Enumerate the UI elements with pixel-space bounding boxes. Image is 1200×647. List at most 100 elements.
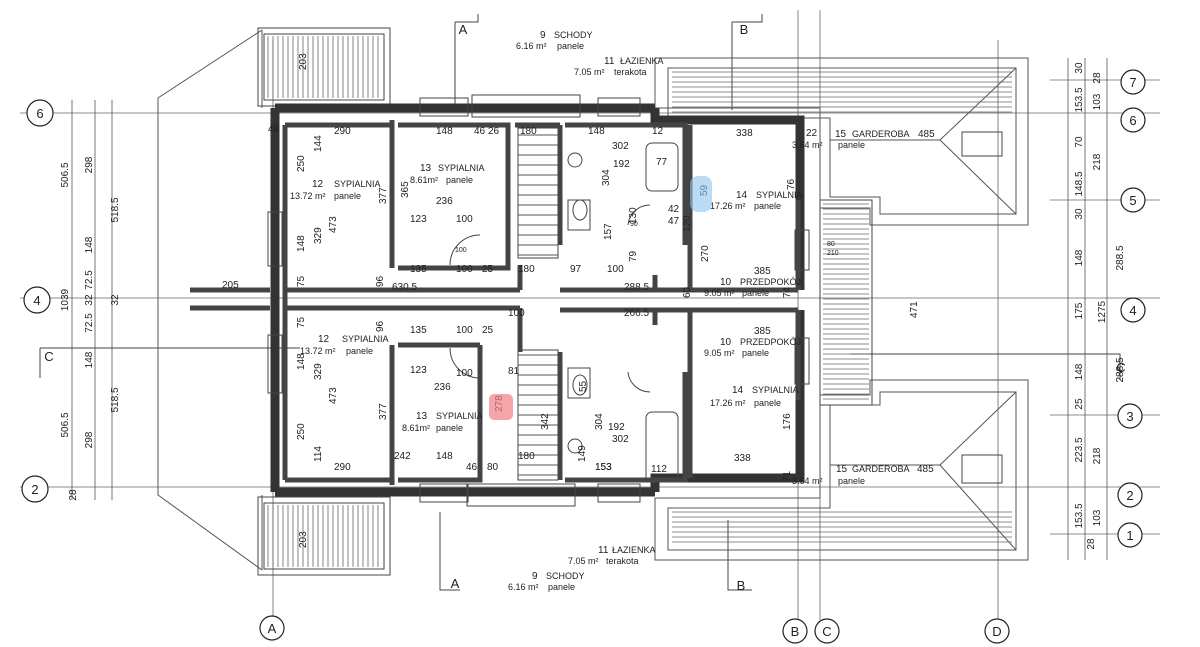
door-swings xyxy=(449,204,651,393)
dim-upper-144: 144 xyxy=(313,135,324,152)
dim-left-mid-298-bottom: 298 xyxy=(84,431,95,448)
dim-upper-46: 46 xyxy=(474,126,486,137)
dim-lower-96: 96 xyxy=(375,320,386,332)
dim-mid-471: 471 xyxy=(909,301,920,318)
axis-bubbles xyxy=(21,69,1146,644)
svg-text:14: 14 xyxy=(736,190,748,201)
dim-bottom-290: 290 xyxy=(334,462,351,473)
dim-left-bottom: 506.5 xyxy=(60,412,71,437)
dim-upper-100: 100 xyxy=(456,214,473,225)
svg-text:15: 15 xyxy=(836,464,848,475)
dim-left-top: 506.5 xyxy=(60,162,71,187)
dim-upper-47: 47 xyxy=(668,216,680,227)
dim-lower-114: 114 xyxy=(313,446,324,462)
dim-right-inner-218-bottom: 218 xyxy=(1092,447,1103,464)
dim-right-175: 175 xyxy=(1074,302,1085,319)
dim-upper-203: 203 xyxy=(298,53,309,70)
axis-lines xyxy=(20,10,1160,620)
axis-labels: 6 4 2 7 6 5 4 3 2 1 A B C D A A B B C C xyxy=(31,22,1136,639)
room-label-10-bottom: 10 PRZEDPOKÓJ 9.05 m² panele xyxy=(704,337,801,358)
dim-right-148-bottom: 148 xyxy=(1074,363,1085,380)
dim-upper-288: 288.5 xyxy=(624,282,649,293)
svg-text:8.61m²: 8.61m² xyxy=(402,423,430,433)
section-lines xyxy=(39,14,1121,591)
room-label-14-bottom: 14 SYPIALNIA 17.26 m² panele xyxy=(710,385,799,408)
svg-text:7.05 m²: 7.05 m² xyxy=(574,67,605,77)
dim-upper-120: 120 xyxy=(682,215,693,232)
dim-lower-266: 266.5 xyxy=(624,308,649,319)
svg-text:ŁAZIENKA: ŁAZIENKA xyxy=(620,56,664,66)
dim-right-inner-288-bottom: 288.5 xyxy=(1115,357,1126,382)
axis-label-right-1: 1 xyxy=(1126,528,1133,543)
svg-text:10: 10 xyxy=(720,277,732,288)
room-label-10-top: 10 PRZEDPOKÓJ 9.05 m² panele xyxy=(704,277,801,298)
svg-text:SCHODY: SCHODY xyxy=(554,30,593,40)
axis-bubble-left-4 xyxy=(23,286,51,314)
room-label-15-bottom: 15 GARDEROBA 3.64 m² panele xyxy=(792,464,910,486)
balcony-bottom-left xyxy=(257,496,391,576)
svg-text:17.26 m²: 17.26 m² xyxy=(710,398,746,408)
svg-text:PRZEDPOKÓJ: PRZEDPOKÓJ xyxy=(740,337,801,347)
svg-text:panele: panele xyxy=(436,423,463,433)
dim-right-inner-103-bottom: 103 xyxy=(1092,509,1103,526)
dim-right-223: 223.5 xyxy=(1074,437,1085,462)
dim-upper-60: 60 xyxy=(682,286,693,298)
dim-left-total: 1039 xyxy=(60,288,71,311)
dim-left-mid-148-top: 148 xyxy=(84,236,95,253)
svg-text:3.64 m²: 3.64 m² xyxy=(792,140,823,150)
axis-bubble-right-7 xyxy=(1120,69,1146,95)
svg-text:11: 11 xyxy=(604,56,615,67)
svg-text:3.64 m²: 3.64 m² xyxy=(792,476,823,486)
dim-bottom-80: 80 xyxy=(487,462,499,473)
dim-left-mid-72-top: 72.5 xyxy=(84,270,95,290)
svg-text:SYPIALNIA: SYPIALNIA xyxy=(436,411,483,421)
axis-bubble-right-2 xyxy=(1117,482,1143,508)
staircase-bottom xyxy=(517,349,559,481)
dim-upper-304: 304 xyxy=(601,169,612,186)
dim-upper-130: 130 xyxy=(628,207,639,224)
dim-upper-76: 76 xyxy=(786,178,797,190)
room-label-14-top: 14 SYPIALNIA 17.26 m² panele xyxy=(710,190,803,211)
room-label-11-top: 11 ŁAZIENKA 7.05 m² terakota xyxy=(574,56,664,77)
section-label-A-top: A xyxy=(459,22,468,37)
axis-bubble-B xyxy=(782,618,808,644)
svg-text:terakota: terakota xyxy=(614,67,647,77)
dim-lower-135: 135 xyxy=(410,325,427,336)
room-label-12-bottom: 12 SYPIALNIA 13.72 m² panele xyxy=(300,334,389,356)
svg-text:PRZEDPOKÓJ: PRZEDPOKÓJ xyxy=(740,277,801,287)
dim-right-30-top: 30 xyxy=(1074,62,1085,74)
room-label-12-top: 12 SYPIALNIA 13.72 m² panele xyxy=(290,179,381,201)
dim-lower-75: 75 xyxy=(296,316,307,328)
axis-label-A: A xyxy=(268,621,277,636)
dim-lower-25: 25 xyxy=(482,325,494,336)
dim-upper-365: 365 xyxy=(400,181,411,198)
room-label-15-top: 15 GARDEROBA 3.64 m² panele xyxy=(792,129,910,150)
room-label-13-bottom: 13 SYPIALNIA 8.61m² panele xyxy=(402,411,483,433)
axis-bubble-left-2 xyxy=(21,475,49,503)
svg-text:10: 10 xyxy=(720,337,732,348)
svg-text:GARDEROBA: GARDEROBA xyxy=(852,129,910,139)
svg-text:SYPIALNIA: SYPIALNIA xyxy=(438,163,485,173)
dim-lower-81: 81 xyxy=(508,366,520,377)
dim-left-inner-bottom: 518.5 xyxy=(110,387,121,412)
axis-bubble-left-6 xyxy=(26,99,54,127)
axis-bubble-right-1 xyxy=(1117,522,1143,548)
svg-text:panele: panele xyxy=(334,191,361,201)
svg-text:11: 11 xyxy=(598,545,609,556)
svg-text:ŁAZIENKA: ŁAZIENKA xyxy=(612,545,656,555)
dim-upper-157: 157 xyxy=(603,223,614,240)
svg-text:SYPIALNIA: SYPIALNIA xyxy=(752,385,799,395)
dim-top-148b: 148 xyxy=(588,126,605,137)
dim-lower-153: 153 xyxy=(595,462,612,473)
svg-text:6.16 m²: 6.16 m² xyxy=(508,582,539,592)
svg-text:17.26 m²: 17.26 m² xyxy=(710,201,746,211)
svg-text:SYPIALNIA: SYPIALNIA xyxy=(342,334,389,344)
dim-right-30: 30 xyxy=(1074,208,1085,220)
dim-upper-210: 210 xyxy=(827,250,839,257)
svg-text:terakota: terakota xyxy=(606,556,639,566)
dim-right-28-bottom: 28 xyxy=(1086,538,1097,550)
dim-bottom-153: 153 xyxy=(595,462,612,473)
svg-text:9: 9 xyxy=(532,571,538,582)
dim-lower-250: 250 xyxy=(296,423,307,440)
dim-upper-180: 180 xyxy=(518,264,535,275)
